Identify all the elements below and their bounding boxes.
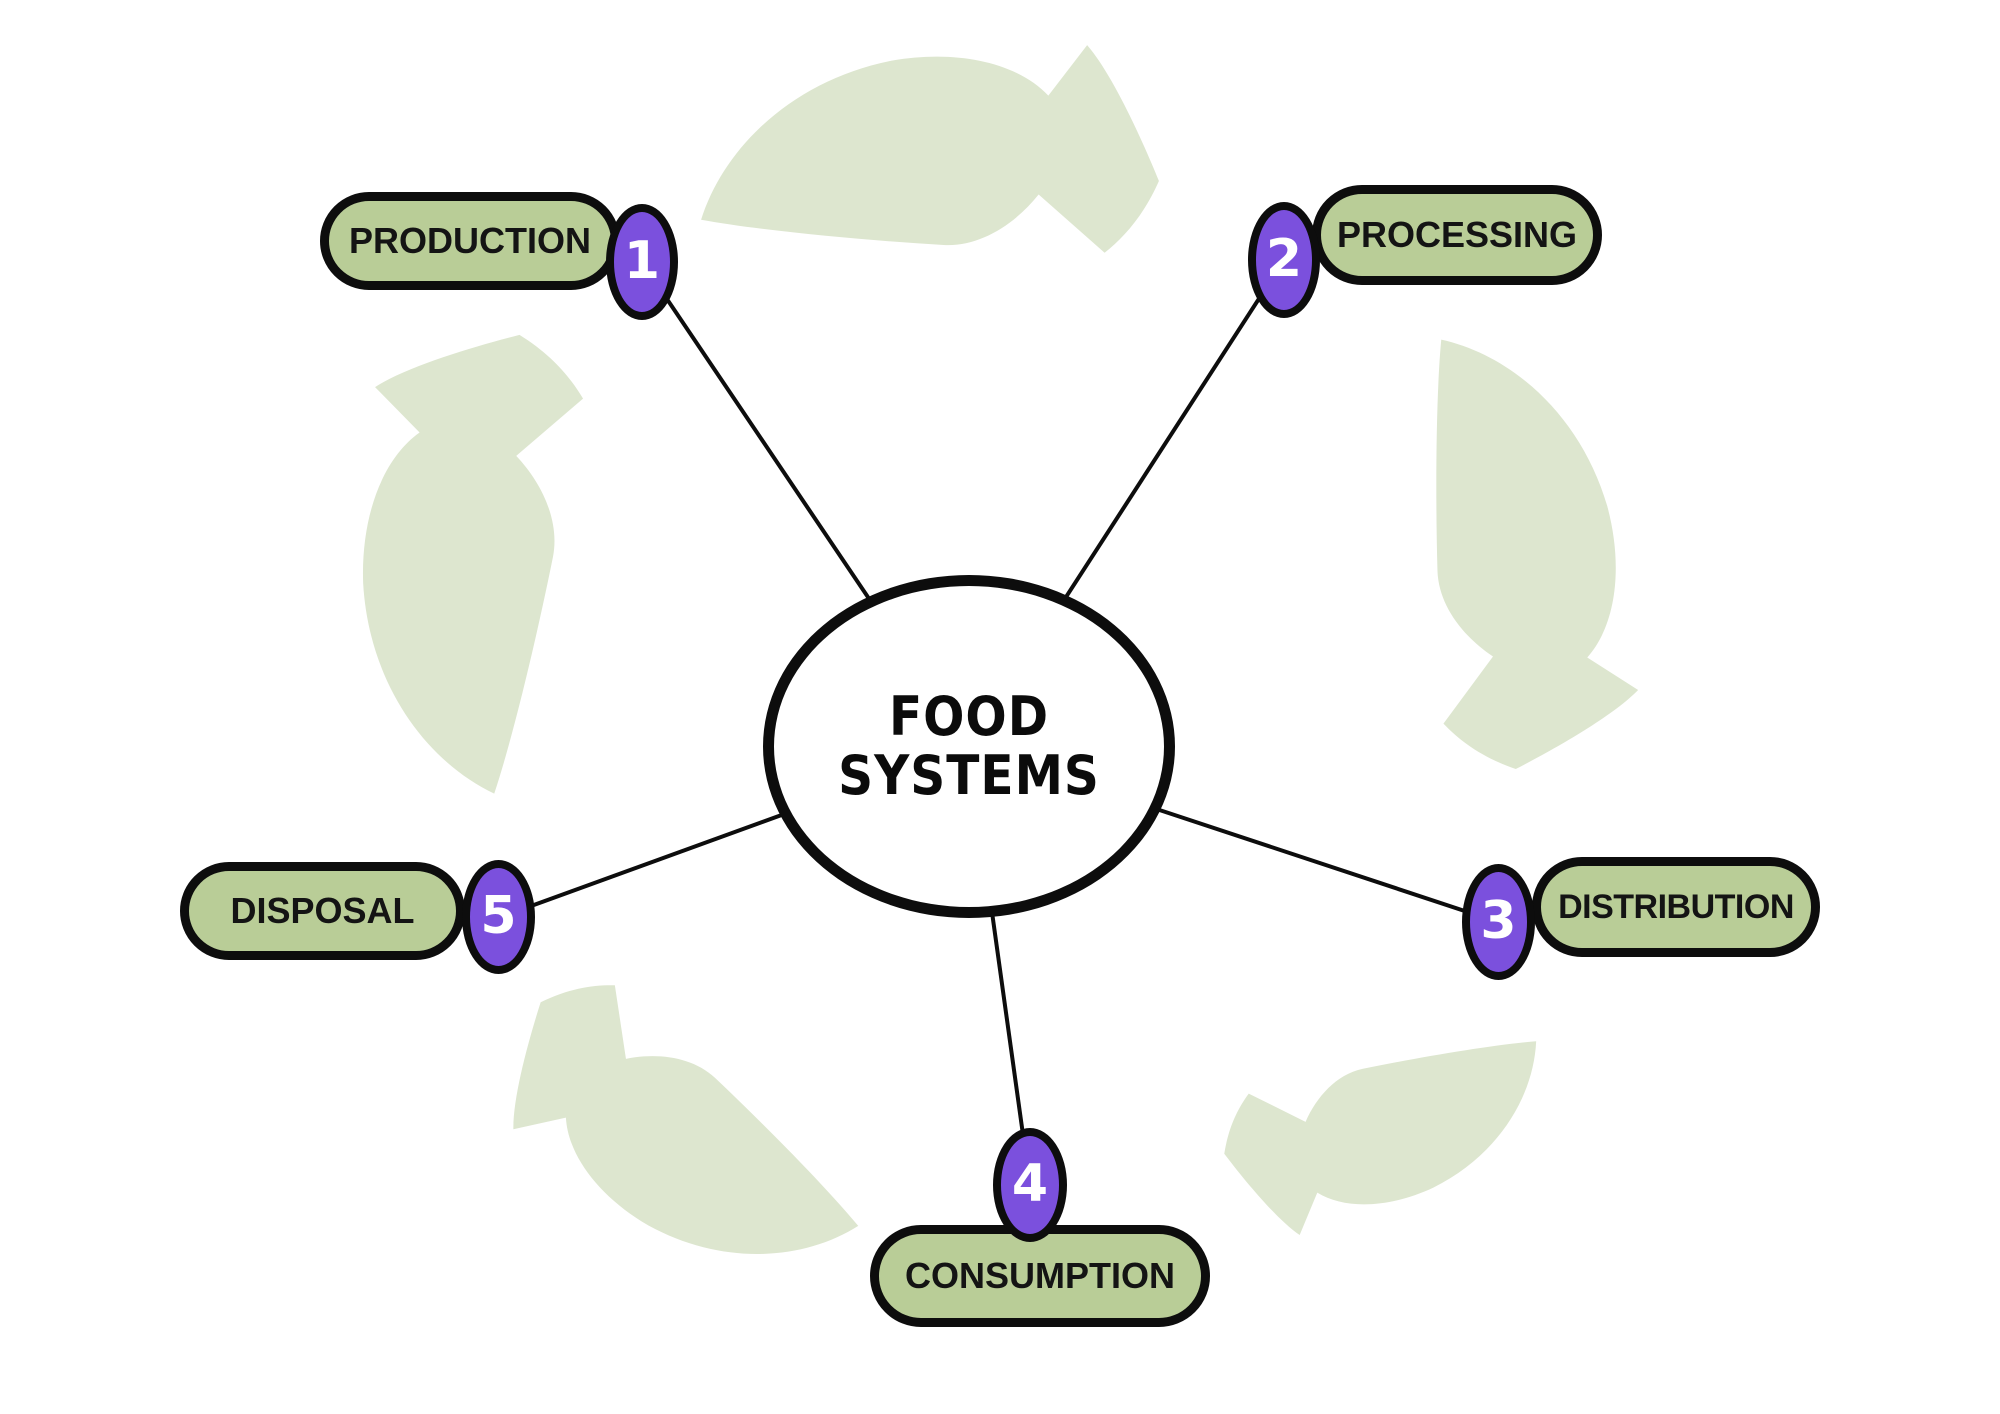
cycle-arrow-1-to-2 bbox=[701, 45, 1159, 253]
cycle-arrow-2-to-3 bbox=[1410, 325, 1645, 775]
node-consumption-number: 4 bbox=[1011, 1154, 1049, 1214]
node-distribution-number: 3 bbox=[1480, 891, 1517, 951]
node-processing-badge: 2 bbox=[1248, 202, 1320, 318]
node-distribution: DISTRIBUTION bbox=[1532, 857, 1820, 957]
cycle-arrow-3-to-4 bbox=[1210, 1018, 1569, 1249]
node-processing-number: 2 bbox=[1265, 229, 1303, 289]
node-distribution-label: DISTRIBUTION bbox=[1558, 887, 1794, 926]
node-production-number: 1 bbox=[623, 231, 661, 291]
node-consumption-badge: 4 bbox=[993, 1128, 1067, 1242]
hub-title-line1: FOOD bbox=[888, 685, 1050, 749]
cycle-arrow-4-to-5 bbox=[466, 955, 877, 1339]
node-consumption: CONSUMPTION bbox=[870, 1225, 1210, 1327]
node-production-label: PRODUCTION bbox=[349, 220, 591, 261]
node-production: PRODUCTION bbox=[320, 192, 620, 290]
node-consumption-label: CONSUMPTION bbox=[905, 1255, 1175, 1296]
hub-title-line2: SYSTEMS bbox=[838, 743, 1100, 807]
node-disposal-label: DISPOSAL bbox=[230, 890, 415, 931]
node-disposal: DISPOSAL bbox=[180, 862, 465, 960]
node-processing: PROCESSING bbox=[1312, 185, 1602, 285]
central-hub: FOOD SYSTEMS bbox=[763, 575, 1175, 918]
node-production-badge: 1 bbox=[606, 204, 678, 320]
node-distribution-badge: 3 bbox=[1462, 864, 1535, 980]
node-disposal-number: 5 bbox=[480, 886, 517, 946]
node-disposal-badge: 5 bbox=[462, 860, 535, 974]
cycle-arrow-5-to-1 bbox=[321, 315, 591, 799]
node-processing-label: PROCESSING bbox=[1336, 214, 1578, 255]
